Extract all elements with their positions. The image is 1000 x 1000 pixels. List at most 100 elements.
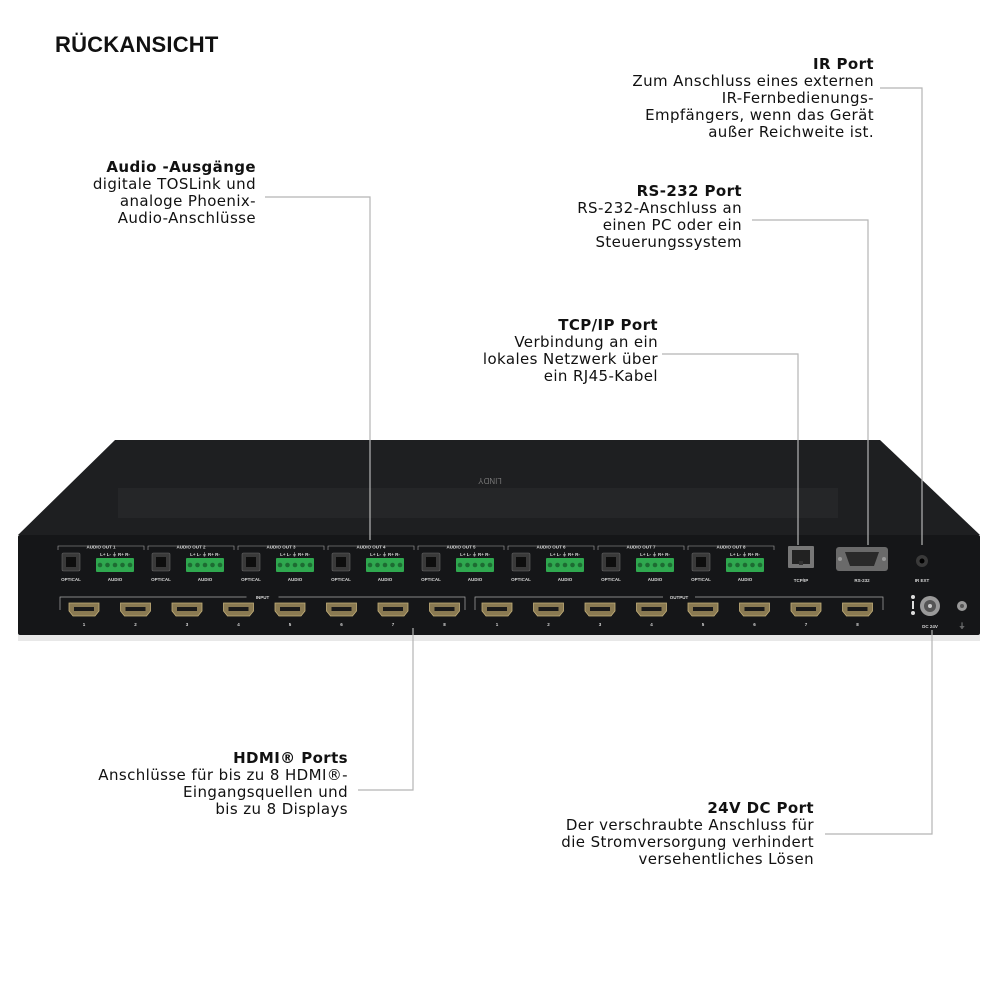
audio-out-label: AUDIO OUT 5 (446, 545, 475, 550)
optical-port[interactable] (421, 552, 441, 572)
phoenix-terminal[interactable] (726, 558, 764, 572)
port-number: 1 (83, 622, 86, 627)
hdmi-input-port[interactable] (274, 602, 306, 617)
hdmi-output-port[interactable] (584, 602, 616, 617)
phoenix-terminal[interactable] (636, 558, 674, 572)
port-number: 3 (186, 622, 189, 627)
optical-label: OPTICAL (691, 577, 711, 582)
optical-label: OPTICAL (331, 577, 351, 582)
tcpip-port[interactable] (788, 546, 814, 568)
audio-label: AUDIO (738, 577, 753, 582)
optical-port[interactable] (601, 552, 621, 572)
port-number: 8 (443, 622, 446, 627)
phoenix-terminal[interactable] (546, 558, 584, 572)
optical-label: OPTICAL (601, 577, 621, 582)
callout-tcpip-text: Verbindung an ein lokales Netzwerk über … (482, 333, 658, 385)
ground-symbol-icon: ⏚ (959, 622, 966, 630)
audio-label: AUDIO (198, 577, 213, 582)
callout-tcpip-port: TCP/IP Port Verbindung an ein lokales Ne… (483, 317, 658, 385)
phoenix-terminal[interactable] (366, 558, 404, 572)
audio-label: AUDIO (108, 577, 123, 582)
hdmi-output-port[interactable] (636, 602, 667, 617)
phoenix-terminal[interactable] (186, 558, 224, 572)
audio-out-bracket (687, 545, 775, 550)
phoenix-terminal[interactable] (276, 558, 314, 572)
audio-label: AUDIO (468, 577, 483, 582)
optical-port[interactable] (151, 552, 171, 572)
callout-ir-heading: IR Port (812, 55, 874, 73)
leader-line-dc (825, 630, 933, 835)
rear-panel (18, 535, 980, 635)
callout-dc-text: Der verschraubte Anschluss für die Strom… (561, 816, 814, 868)
hdmi-output-port[interactable] (739, 602, 770, 617)
optical-port[interactable] (691, 552, 711, 572)
hdmi-input-port[interactable] (223, 602, 254, 617)
phoenix-pins-label: L+ L- ⏚ R+ R- (730, 551, 760, 558)
ir-port[interactable] (916, 555, 928, 567)
hdmi-input-port[interactable] (377, 602, 409, 617)
callout-hdmi-text: Anschlüsse für bis zu 8 HDMI®- Eingangsq… (98, 766, 348, 818)
tcpip-port-label: TCP/IP (794, 578, 809, 583)
optical-label: OPTICAL (61, 577, 81, 582)
port-number: 2 (134, 622, 137, 627)
hdmi-output-port[interactable] (481, 602, 513, 617)
hdmi-output-port[interactable] (842, 602, 873, 617)
hdmi-input-port[interactable] (326, 602, 357, 617)
port-number: 6 (753, 622, 756, 627)
brand-logo: LINDY (478, 476, 502, 485)
callout-audio-heading: Audio -Ausgänge (106, 158, 256, 176)
audio-label: AUDIO (288, 577, 303, 582)
phoenix-terminal[interactable] (456, 558, 494, 572)
port-number: 3 (599, 622, 602, 627)
callout-audio-text: digitale TOSLink und analoge Phoenix- Au… (92, 175, 256, 227)
port-number: 2 (547, 622, 550, 627)
hdmi-input-port[interactable] (171, 602, 203, 617)
page-title: RÜCKANSICHT (55, 32, 219, 57)
phoenix-pins-label: L+ L- ⏚ R+ R- (100, 551, 130, 558)
hdmi-output-port[interactable] (533, 602, 564, 617)
callout-ir-port: IR Port Zum Anschluss eines externen IR-… (632, 56, 874, 141)
phoenix-pins-label: L+ L- ⏚ R+ R- (550, 551, 580, 558)
audio-out-label: AUDIO OUT 4 (356, 545, 385, 550)
callout-rs232-port: RS-232 Port RS-232-Anschluss an einen PC… (577, 183, 742, 251)
vent-grille (118, 488, 838, 518)
callout-hdmi-heading: HDMI® Ports (233, 749, 348, 767)
optical-port[interactable] (241, 552, 261, 572)
phoenix-terminal[interactable] (96, 558, 134, 572)
callout-tcpip-heading: TCP/IP Port (558, 316, 658, 334)
audio-out-bracket (597, 545, 685, 550)
audio-out-bracket (507, 545, 595, 550)
rs232-port-label: RS-232 (854, 578, 870, 583)
hdmi-input-port[interactable] (68, 602, 100, 617)
phoenix-pins-label: L+ L- ⏚ R+ R- (640, 551, 670, 558)
callout-dc-port: 24V DC Port Der verschraubte Anschluss f… (561, 800, 814, 868)
optical-port[interactable] (61, 552, 81, 572)
audio-out-bracket (147, 545, 235, 550)
leader-line-hdmi (358, 628, 414, 791)
leader-line-tcpip (662, 353, 799, 545)
optical-label: OPTICAL (421, 577, 441, 582)
audio-out-label: AUDIO OUT 2 (176, 545, 205, 550)
hdmi-input-port[interactable] (120, 602, 151, 617)
phoenix-pins-label: L+ L- ⏚ R+ R- (280, 551, 310, 558)
rs232-port[interactable] (836, 547, 888, 571)
optical-port[interactable] (331, 552, 351, 572)
audio-out-bracket (327, 545, 415, 550)
leader-line-audio (265, 196, 371, 540)
dc-port[interactable] (920, 596, 940, 616)
ground-screw-icon (957, 601, 967, 611)
hdmi-output-port[interactable] (790, 602, 822, 617)
audio-out-label: AUDIO OUT 3 (266, 545, 295, 550)
audio-label: AUDIO (378, 577, 393, 582)
optical-port[interactable] (511, 552, 531, 572)
hdmi-input-port[interactable] (429, 602, 460, 617)
audio-out-bracket (57, 545, 145, 550)
hdmi-output-port[interactable] (687, 602, 719, 617)
